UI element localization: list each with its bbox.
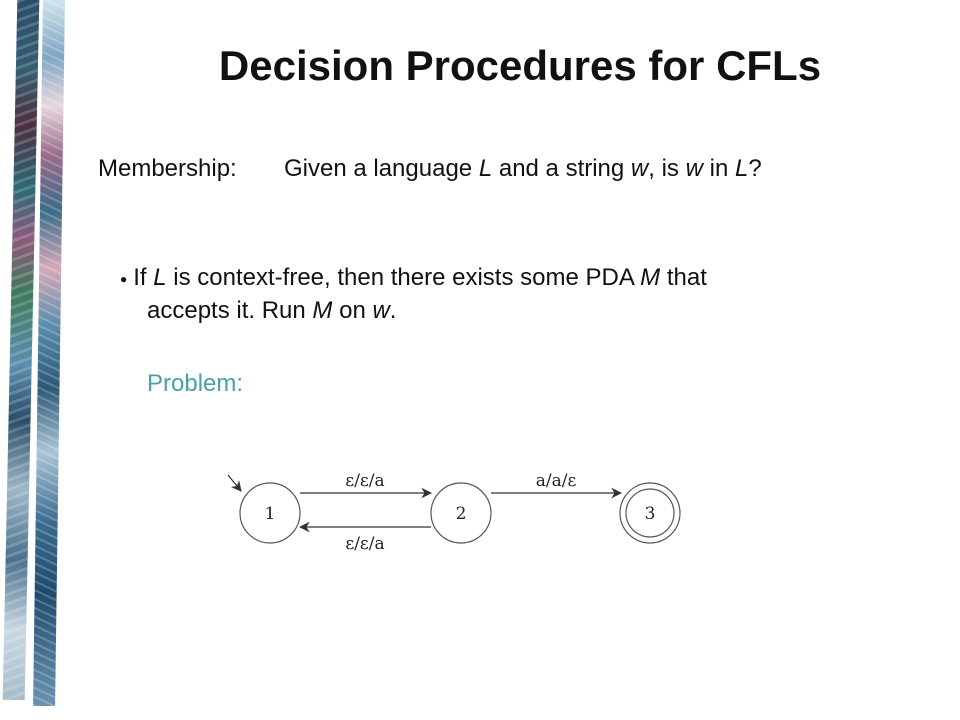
membership-term: Membership: bbox=[98, 155, 237, 182]
state-3-accept-ring bbox=[625, 488, 675, 538]
membership-definition: Given a language L and a string w, is w … bbox=[284, 155, 762, 182]
state-1-label: 1 bbox=[265, 504, 276, 524]
transition-2-to-3-label: a/a/ε bbox=[536, 471, 577, 491]
bullet-dot-icon: ● bbox=[120, 271, 128, 286]
start-arrow bbox=[227, 474, 242, 492]
state-2-label: 2 bbox=[456, 504, 467, 524]
state-2 bbox=[430, 482, 492, 544]
transition-1-to-2-label: ε/ε/a bbox=[345, 471, 384, 491]
slide-title: Decision Procedures for CFLs bbox=[218, 42, 822, 89]
transition-2-to-1-label: ε/ε/a bbox=[345, 534, 384, 554]
bullet-point: ●If L is context-free, then there exists… bbox=[120, 262, 707, 327]
bullet-line-1: ●If L is context-free, then there exists… bbox=[120, 262, 707, 295]
state-3 bbox=[619, 482, 681, 544]
pda-diagram: 1 2 3 ε/ε/a ε/ε/a a/a/ε bbox=[227, 471, 681, 554]
state-3-label: 3 bbox=[645, 504, 656, 524]
state-1 bbox=[239, 482, 301, 544]
problem-label: Problem: bbox=[147, 370, 244, 397]
decorative-stripe-right bbox=[33, 0, 65, 706]
membership-line: Membership: Given a language L and a stri… bbox=[98, 155, 762, 183]
bullet-line-2: accepts it. Run M on w. bbox=[147, 296, 397, 324]
